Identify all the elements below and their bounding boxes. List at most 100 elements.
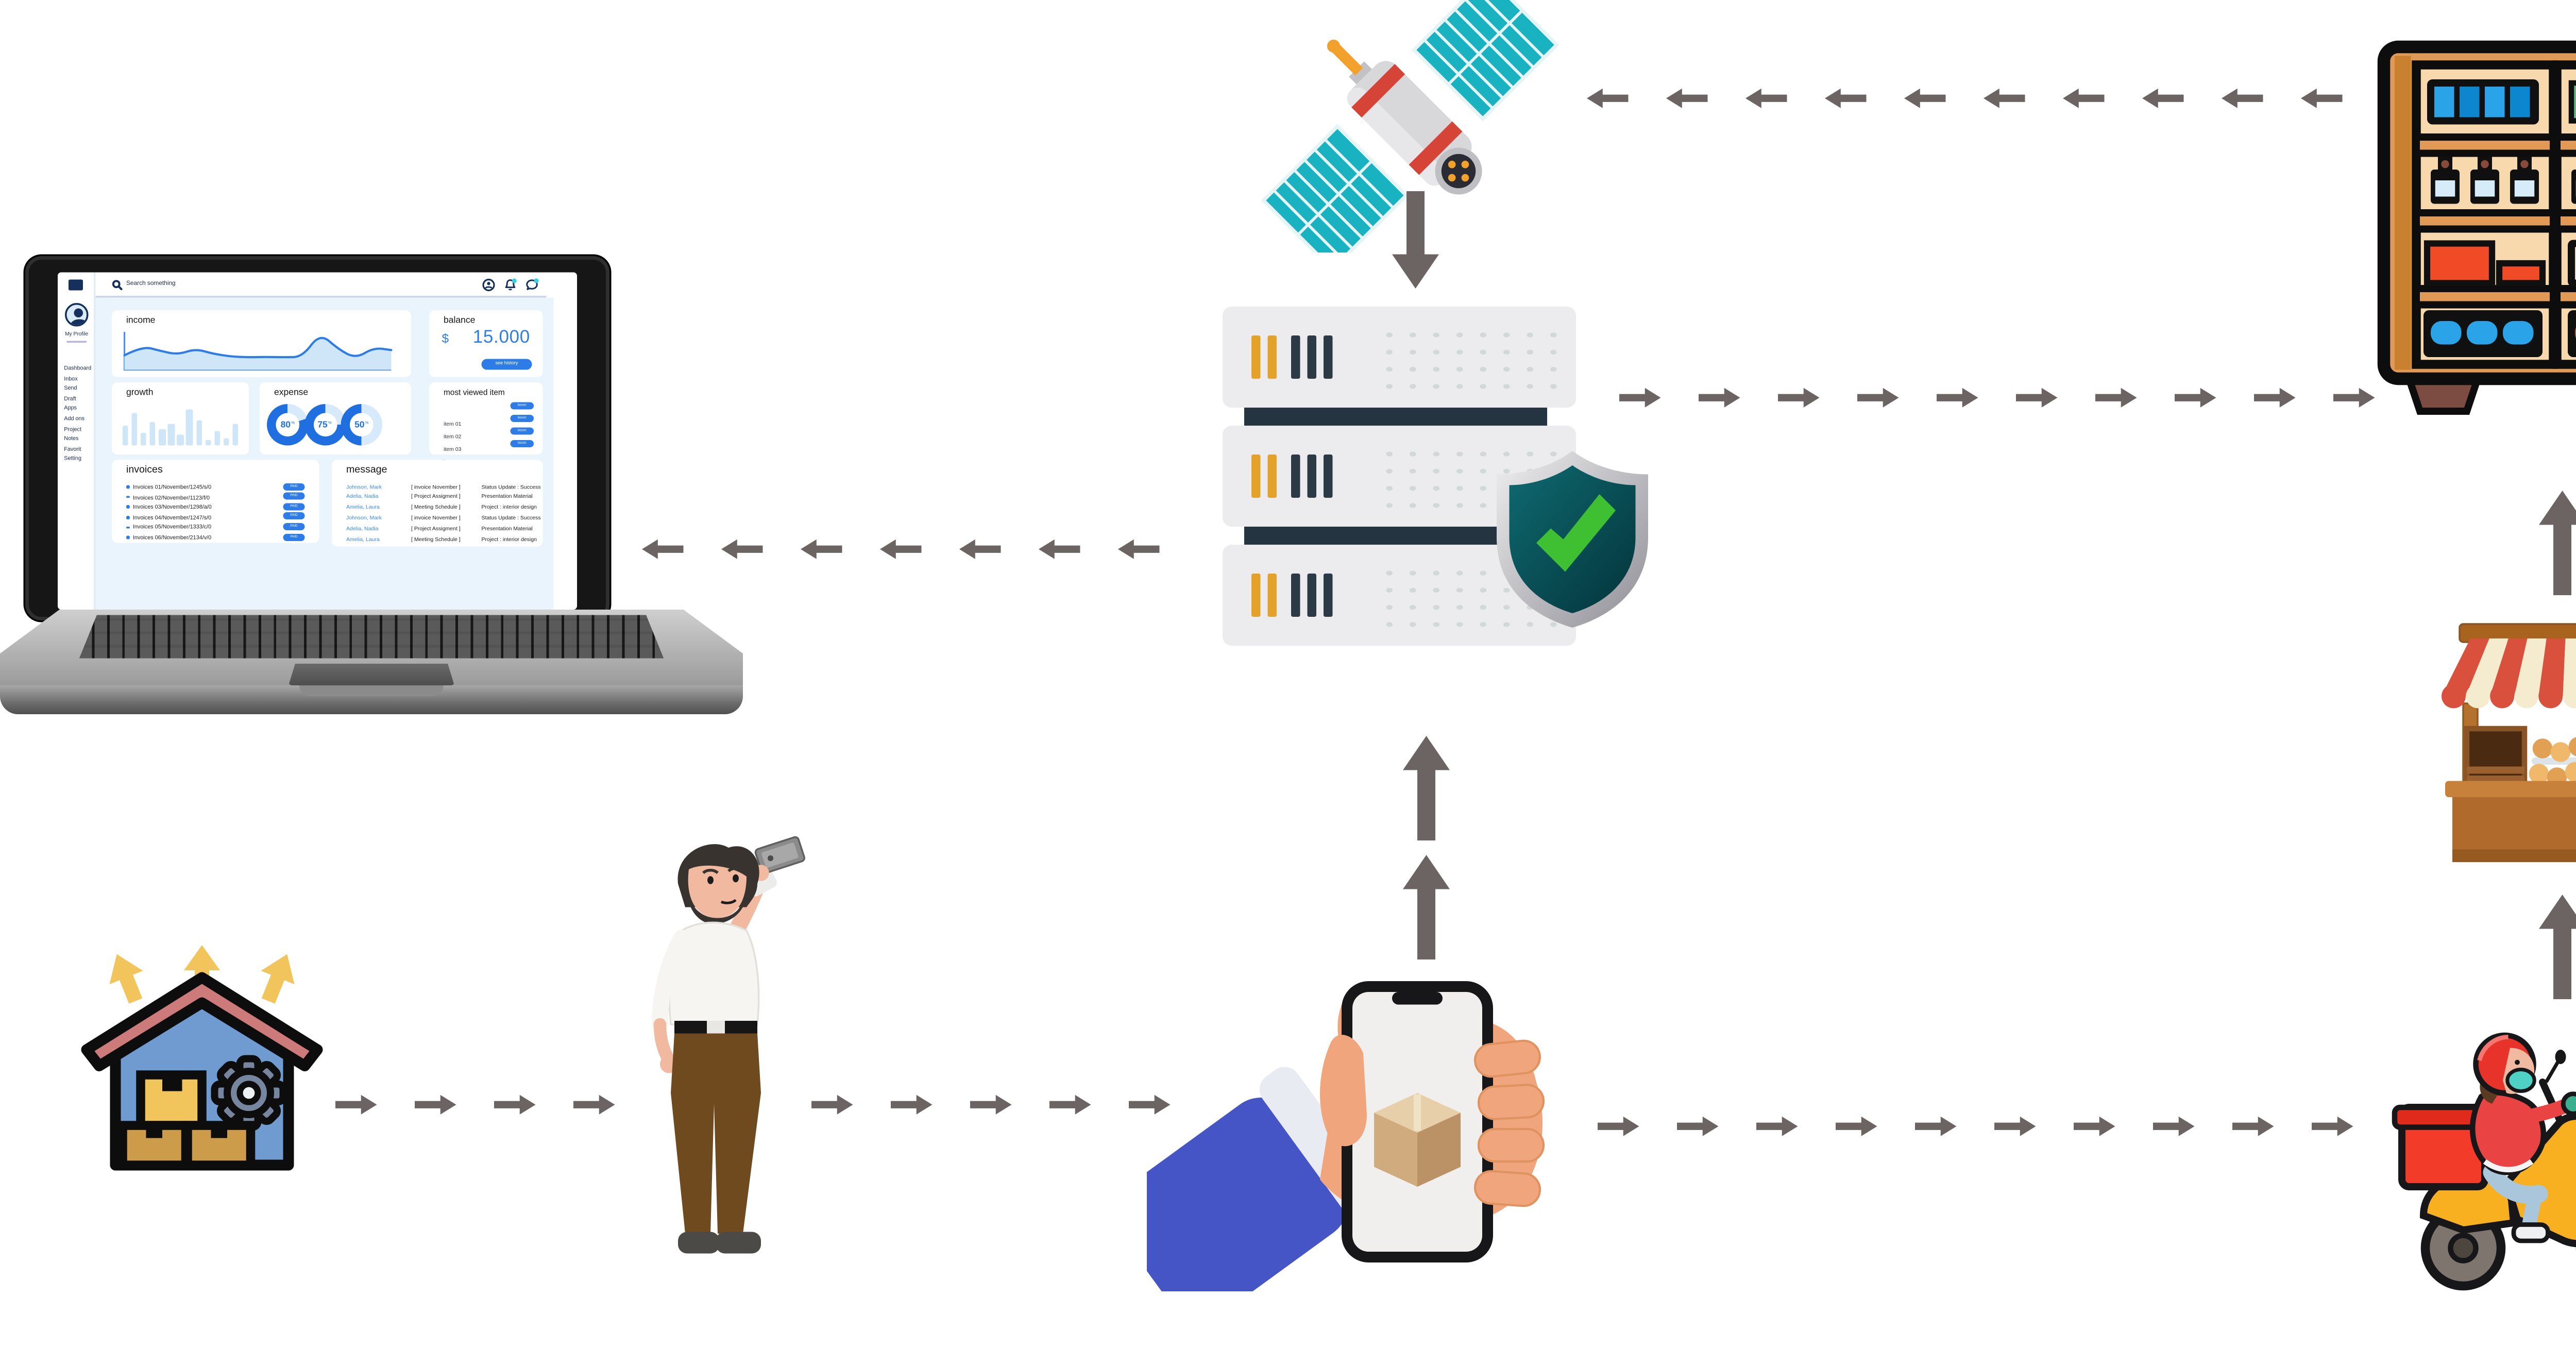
dashed-arrow-left-icon bbox=[2063, 89, 2105, 109]
dashed-arrow-left-icon bbox=[721, 540, 763, 560]
profile-label: My Profile bbox=[58, 329, 96, 336]
dashed-arrow-left-icon bbox=[2142, 89, 2184, 109]
paid-button[interactable]: PAID bbox=[283, 533, 305, 541]
invoice-label: Invoices 04/November/1247/s/0 bbox=[133, 514, 211, 521]
laptop-screen: Search something bbox=[58, 273, 577, 610]
message-sender[interactable]: Adelia, Nadia bbox=[346, 493, 379, 500]
paid-button[interactable]: PAID bbox=[283, 493, 305, 500]
sidebar-item-apps[interactable]: Apps bbox=[64, 407, 95, 412]
dashed-arrow-left-icon bbox=[801, 540, 842, 560]
dashed-arrow-left-icon bbox=[1666, 89, 1708, 109]
notification-dot bbox=[534, 278, 539, 283]
message-sender[interactable]: Amelia, Laura bbox=[346, 504, 380, 511]
expense-donut: 75% bbox=[304, 404, 346, 446]
boost-button[interactable]: boost bbox=[511, 415, 534, 423]
avatar[interactable] bbox=[65, 303, 89, 327]
dashed-arrow-right-flow bbox=[1619, 388, 2375, 408]
sidebar-item-inbox[interactable]: Inbox bbox=[64, 376, 95, 382]
sidebar-item-add-ons[interactable]: Add ons bbox=[64, 416, 95, 422]
paid-button[interactable]: PAID bbox=[283, 482, 305, 490]
red-pill-products bbox=[2568, 310, 2576, 357]
bread-display bbox=[2528, 729, 2576, 790]
store-shelf-illustration bbox=[2373, 36, 2576, 422]
dashed-arrow-right-flow bbox=[811, 1095, 1171, 1115]
dashed-arrow-right-icon bbox=[494, 1095, 536, 1115]
laptop-trackpad bbox=[289, 664, 454, 685]
dashed-arrow-right-icon bbox=[1778, 388, 1820, 408]
sidebar-item-send[interactable]: Send bbox=[64, 386, 95, 392]
sidebar-item-setting[interactable]: Setting bbox=[64, 457, 95, 463]
message-sender[interactable]: Johnson, Mark bbox=[346, 482, 382, 490]
glove bbox=[2563, 1094, 2576, 1114]
message-sender[interactable]: Johnson, Mark bbox=[346, 514, 382, 521]
down-arrow-icon bbox=[1392, 191, 1439, 289]
dashed-arrow-right-icon bbox=[335, 1095, 377, 1115]
warehouse-illustration bbox=[69, 938, 335, 1205]
dashed-arrow-right-icon bbox=[2095, 388, 2137, 408]
sidebar-item-dashboard[interactable]: Dashboard bbox=[64, 366, 95, 372]
invoice-label: Invoices 01/November/1245/s/0 bbox=[133, 483, 211, 491]
invoice-label: Invoices 03/November/1298/a/0 bbox=[133, 503, 212, 511]
dashed-arrow-right-icon bbox=[1994, 1117, 2036, 1137]
green-products bbox=[2571, 83, 2576, 121]
belt-buckle bbox=[707, 1021, 725, 1034]
dashed-arrow-left-flow bbox=[1587, 89, 2343, 109]
expense-title: expense bbox=[274, 388, 308, 399]
expense-card: expense 80% 75% 50% bbox=[260, 382, 411, 454]
sneaker bbox=[2514, 1225, 2548, 1241]
dashed-arrow-left-icon bbox=[880, 540, 922, 560]
invoice-label: Invoices 05/November/1333/c/0 bbox=[133, 524, 211, 531]
sidebar-item-notes[interactable]: Notes bbox=[64, 437, 95, 443]
dashed-arrow-right-icon bbox=[2333, 388, 2375, 408]
boost-button[interactable]: boost bbox=[511, 440, 534, 448]
chat-icon[interactable] bbox=[525, 278, 539, 292]
pants bbox=[671, 1034, 761, 1234]
dashed-arrow-right-icon bbox=[2232, 1117, 2274, 1137]
message-card: message Johnson, Mark[ invoice November … bbox=[332, 460, 543, 547]
up-arrow-icon bbox=[2539, 491, 2576, 595]
paid-button[interactable]: PAID bbox=[283, 513, 305, 520]
up-arrow-icon bbox=[1403, 855, 1450, 959]
search-icon[interactable] bbox=[112, 279, 123, 290]
balance-amount: 15.000 bbox=[473, 328, 530, 348]
most-viewed-title: most viewed item bbox=[444, 388, 505, 397]
paid-button[interactable]: PAID bbox=[283, 523, 305, 531]
dashed-arrow-right-icon bbox=[1857, 388, 1899, 408]
invoice-label: Invoices 02/November/1123/f/0 bbox=[133, 494, 210, 501]
blue-pill-products bbox=[2424, 310, 2543, 357]
sidebar-item-project[interactable]: Project bbox=[64, 427, 95, 432]
user-icon[interactable] bbox=[482, 278, 496, 292]
dashed-arrow-right-icon bbox=[2153, 1117, 2195, 1137]
sidebar-divider bbox=[67, 340, 87, 342]
server-unit bbox=[1223, 307, 1576, 408]
sidebar-item-favorit[interactable]: Favorit bbox=[64, 447, 95, 452]
dashed-arrow-left-icon bbox=[2222, 89, 2263, 109]
dashed-arrow-left-icon bbox=[1587, 89, 1629, 109]
see-history-button[interactable]: see history bbox=[482, 359, 532, 370]
notification-dot bbox=[512, 278, 517, 283]
package-box-icon bbox=[1374, 1093, 1461, 1187]
dashed-arrow-right-icon bbox=[2016, 388, 2058, 408]
stall-crate bbox=[2467, 729, 2524, 783]
laptop-illustration: Search something bbox=[0, 249, 743, 714]
dashed-arrow-right-flow bbox=[1598, 1117, 2353, 1137]
boost-button[interactable]: boost bbox=[511, 402, 534, 410]
sidebar-item-draft[interactable]: Draft bbox=[64, 396, 95, 402]
dashed-arrow-left-icon bbox=[1825, 89, 1867, 109]
message-sender[interactable]: Amelia, Laura bbox=[346, 536, 380, 543]
yellow-products bbox=[2568, 240, 2576, 287]
dashed-arrow-right-icon bbox=[1049, 1095, 1091, 1115]
dashed-arrow-right-icon bbox=[2175, 388, 2216, 408]
dashed-arrow-left-icon bbox=[1745, 89, 1787, 109]
menu-icon[interactable] bbox=[67, 280, 83, 290]
laptop-keyboard bbox=[79, 615, 664, 659]
search-input[interactable]: Search something bbox=[126, 280, 176, 288]
dashed-arrow-right-icon bbox=[970, 1095, 1012, 1115]
dashed-arrow-left-icon bbox=[2301, 89, 2343, 109]
paid-button[interactable]: PAID bbox=[283, 502, 305, 510]
boost-button[interactable]: boost bbox=[511, 428, 534, 435]
message-sender[interactable]: Adelia, Nadia bbox=[346, 525, 379, 532]
bell-icon[interactable] bbox=[503, 278, 518, 292]
